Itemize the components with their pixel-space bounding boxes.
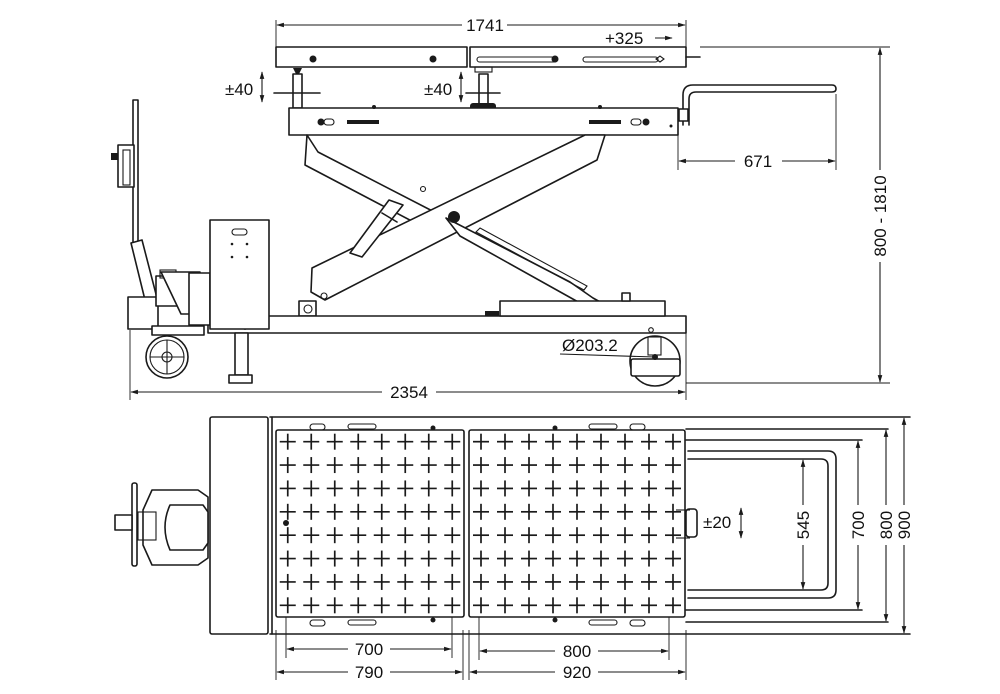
rear-wheel: Ø203.2 bbox=[559, 335, 681, 387]
dim-wheel-diameter-label: Ø203.2 bbox=[562, 336, 618, 355]
dim-700-bottom-label: 700 bbox=[355, 640, 383, 659]
front-assembly-top bbox=[114, 482, 209, 567]
grid-left bbox=[279, 433, 461, 614]
dim-1741-label: 1741 bbox=[466, 16, 504, 35]
right-plate bbox=[468, 423, 698, 627]
pump-housing-top bbox=[209, 416, 269, 635]
scissor-mechanism bbox=[298, 134, 606, 317]
dim-325-label: +325 bbox=[605, 29, 643, 48]
dimension-extension: +325 bbox=[605, 29, 673, 48]
handle-loop bbox=[687, 450, 837, 599]
base-frame bbox=[207, 292, 687, 334]
dim-671-label: 671 bbox=[744, 152, 772, 171]
front-assembly bbox=[111, 99, 270, 384]
dim-2354-label: 2354 bbox=[390, 383, 428, 402]
left-plate bbox=[275, 423, 465, 627]
dim-800-right-label: 800 bbox=[877, 511, 896, 539]
dimension-platform-length: 1741 bbox=[275, 16, 687, 48]
platform-top bbox=[275, 46, 701, 68]
side-view: 1741 +325 ±40 ±40 bbox=[111, 16, 890, 402]
clamp-adjust-right: ±40 bbox=[424, 66, 501, 111]
dim-pm20-label: ±20 bbox=[703, 513, 731, 532]
dim-545-label: 545 bbox=[794, 511, 813, 539]
dim-pm40-right-label: ±40 bbox=[424, 80, 452, 99]
dim-790-label: 790 bbox=[355, 663, 383, 682]
dim-900-label: 900 bbox=[895, 511, 914, 539]
platform-middle bbox=[288, 105, 679, 136]
top-view: ±20 545 700 800 900 700 790 bbox=[114, 416, 914, 682]
dim-pm40-left-label: ±40 bbox=[225, 80, 253, 99]
clamp-adjust-left: ±40 bbox=[225, 68, 321, 109]
dimension-lift-height: 800 - 1810 bbox=[686, 46, 890, 384]
dim-lift-height-label: 800 - 1810 bbox=[871, 175, 890, 256]
dim-700-right-label: 700 bbox=[849, 511, 868, 539]
dim-920-label: 920 bbox=[563, 663, 591, 682]
dimension-overall-length: 2354 bbox=[129, 330, 687, 402]
handle-side: 671 bbox=[677, 84, 837, 171]
dim-800-bottom-label: 800 bbox=[563, 642, 591, 661]
grid-right bbox=[473, 433, 681, 614]
